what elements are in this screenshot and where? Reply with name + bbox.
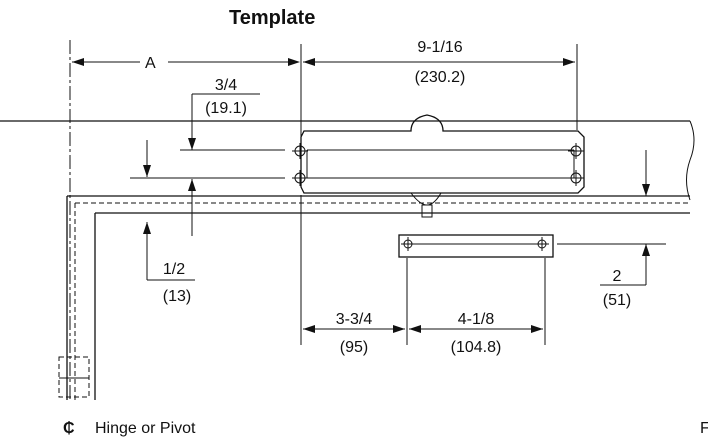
dimension-bottom-offset-mm: (13)	[163, 288, 191, 305]
hinge-symbol	[58, 356, 90, 398]
dimension-shoe-offset: 3-3/4 (95)	[303, 311, 405, 356]
dimension-top-offset-mm: (19.1)	[205, 100, 247, 117]
dimension-shoe-width: 4-1/8 (104.8)	[409, 311, 543, 356]
dimension-a-label: A	[145, 55, 156, 72]
frame-outline	[0, 120, 695, 400]
right-offset-arrow	[642, 150, 650, 196]
dimension-top-offset: 3/4 (19.1)	[130, 77, 285, 179]
dimension-top-offset-inches: 3/4	[215, 77, 237, 94]
dimension-width-inches: 9-1/16	[417, 39, 462, 56]
dimension-a: A	[72, 55, 300, 72]
closer-body	[292, 114, 585, 218]
closer-mount-holes	[292, 143, 584, 186]
dimension-shoe-drop-inches: 2	[613, 268, 622, 285]
centerline-label: Hinge or Pivot	[95, 420, 196, 437]
dimension-bottom-offset-inches: 1/2	[163, 261, 185, 278]
dimension-shoe-drop: 2 (51)	[600, 244, 650, 309]
dimension-width-mm: (230.2)	[415, 69, 466, 86]
cut-off-letter: F	[700, 420, 708, 437]
door-edge-dashed	[74, 202, 690, 400]
dimension-shoe-offset-mm: (95)	[340, 339, 368, 356]
dimension-shoe-drop-mm: (51)	[603, 292, 631, 309]
drawing-title: Template	[229, 7, 315, 29]
dimension-shoe-width-mm: (104.8)	[451, 339, 502, 356]
centerline-symbol: ₵	[63, 420, 75, 437]
arm-shoe	[398, 234, 666, 258]
dimension-width: 9-1/16 (230.2)	[303, 39, 575, 86]
dimension-shoe-width-inches: 4-1/8	[458, 311, 495, 328]
dimension-shoe-offset-inches: 3-3/4	[336, 311, 373, 328]
dimension-bottom-offset: 1/2 (13)	[143, 179, 196, 305]
